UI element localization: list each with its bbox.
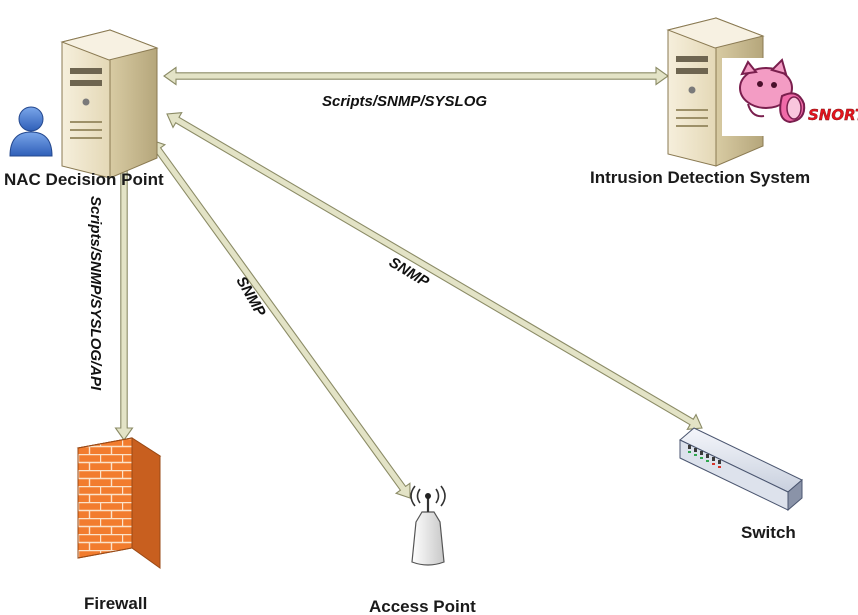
nac-server-icon xyxy=(60,29,159,179)
snort-logo-text: SNORT xyxy=(808,106,858,124)
intrusion-detection-system-label: Intrusion Detection System xyxy=(590,168,810,187)
network-switch-icon xyxy=(679,427,803,512)
link-nac-to-switch-arrow xyxy=(166,112,703,430)
user-icon xyxy=(9,106,53,157)
firewall-label: Firewall xyxy=(84,594,147,613)
link-label-nac-ids: Scripts/SNMP/SYSLOG xyxy=(322,93,487,110)
switch-label: Switch xyxy=(741,523,796,542)
firewall-brick-wall-icon xyxy=(76,437,162,569)
nac-decision-point-label: NAC Decision Point xyxy=(4,170,164,189)
link-nac-to-ids-arrow xyxy=(163,66,669,86)
connections-layer xyxy=(114,66,703,499)
wireless-antenna-icon xyxy=(410,485,446,566)
pig-logo-icon: SNORT xyxy=(722,58,858,136)
access-point-label: Access Point xyxy=(369,597,476,615)
link-nac-to-access-point-arrow xyxy=(150,139,411,499)
link-label-nac-firewall: Scripts/SNMP/SYSLOG/API xyxy=(87,196,104,391)
